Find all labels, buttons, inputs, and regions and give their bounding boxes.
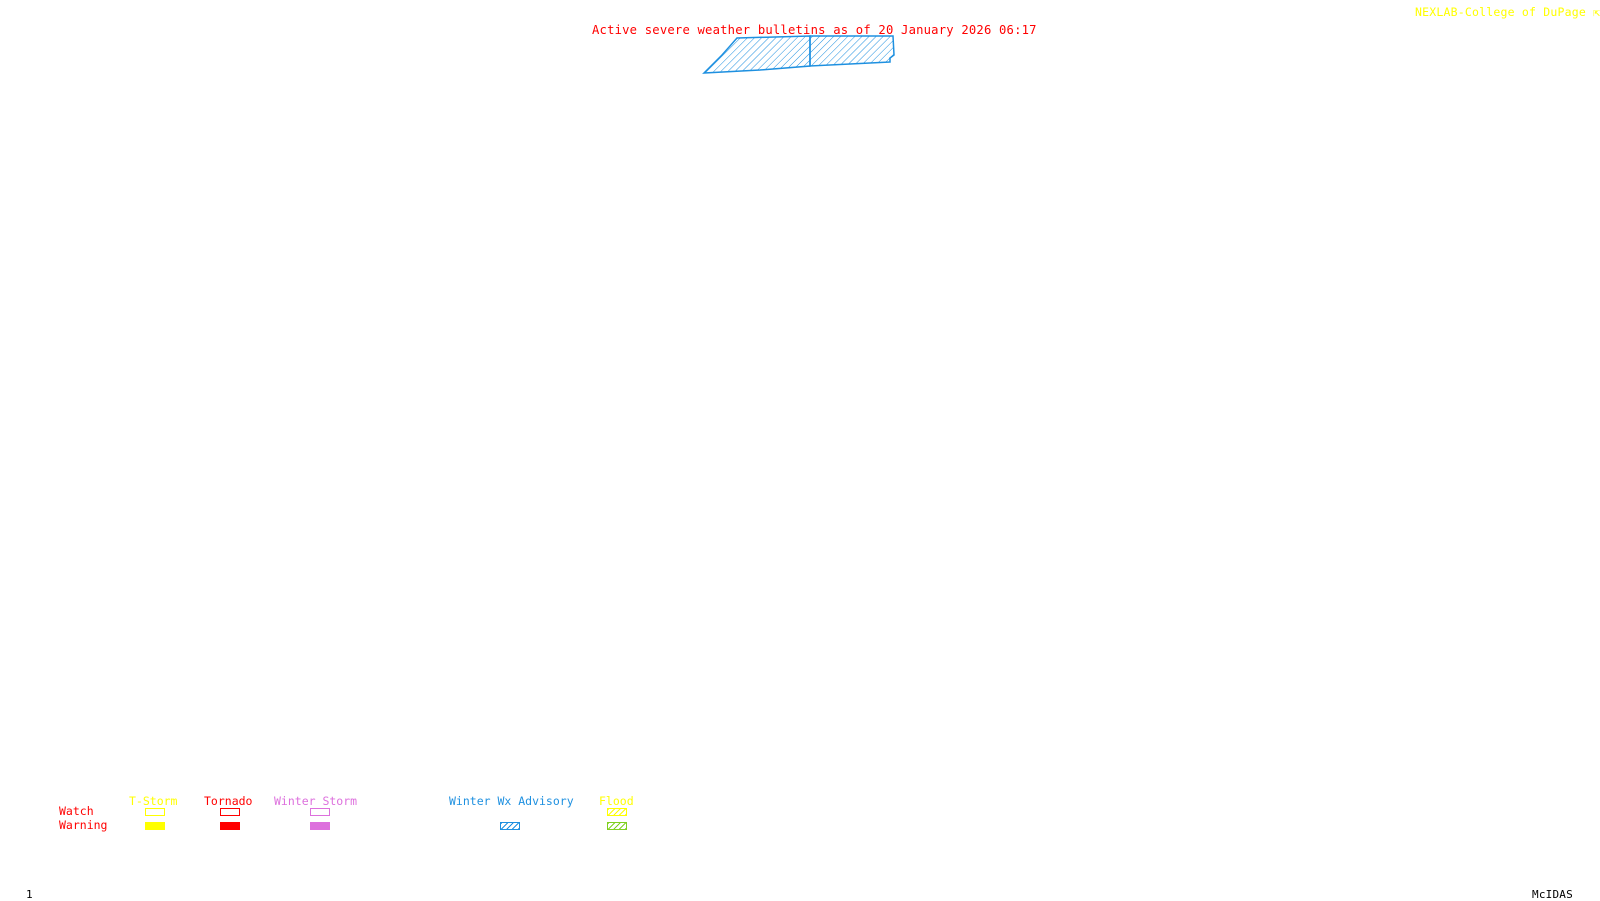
legend-winter-wx-advisory-swatch	[500, 822, 520, 830]
legend-row-warning: Warning	[59, 818, 108, 832]
legend-winter-storm-watch-swatch	[310, 808, 330, 816]
legend-winter-storm-label: Winter Storm	[274, 794, 358, 808]
legend-tstorm-label: T-Storm	[129, 794, 178, 808]
legend-flood-warning-swatch	[607, 822, 627, 830]
legend-tornado-label: Tornado	[204, 794, 253, 808]
credit-text: NEXLAB-College of DuPage	[1415, 5, 1586, 19]
legend-tstorm-watch-swatch	[145, 808, 165, 816]
legend-winter-storm-warning-swatch	[310, 822, 330, 830]
advisory-zone-east[interactable]	[809, 35, 895, 67]
legend-winter-wx-advisory-label: Winter Wx Advisory	[449, 794, 574, 808]
software-label: McIDAS	[1532, 888, 1573, 901]
frame-number: 1	[26, 888, 33, 901]
legend-row-watch: Watch	[59, 804, 94, 818]
legend-flood-watch-swatch	[607, 808, 627, 816]
page-title: Active severe weather bulletins as of 20…	[592, 23, 1037, 37]
advisory-zone-west[interactable]	[702, 35, 811, 74]
winter-wx-advisory-area[interactable]	[702, 35, 895, 74]
legend-flood-label: Flood	[599, 794, 634, 808]
legend-tstorm-warning-swatch	[145, 822, 165, 830]
legend-tornado-watch-swatch	[220, 808, 240, 816]
credit-label: NEXLAB-College of DuPage ⇱	[1415, 6, 1600, 18]
logo-arrow-icon: ⇱	[1593, 5, 1600, 19]
legend-tornado-warning-swatch	[220, 822, 240, 830]
